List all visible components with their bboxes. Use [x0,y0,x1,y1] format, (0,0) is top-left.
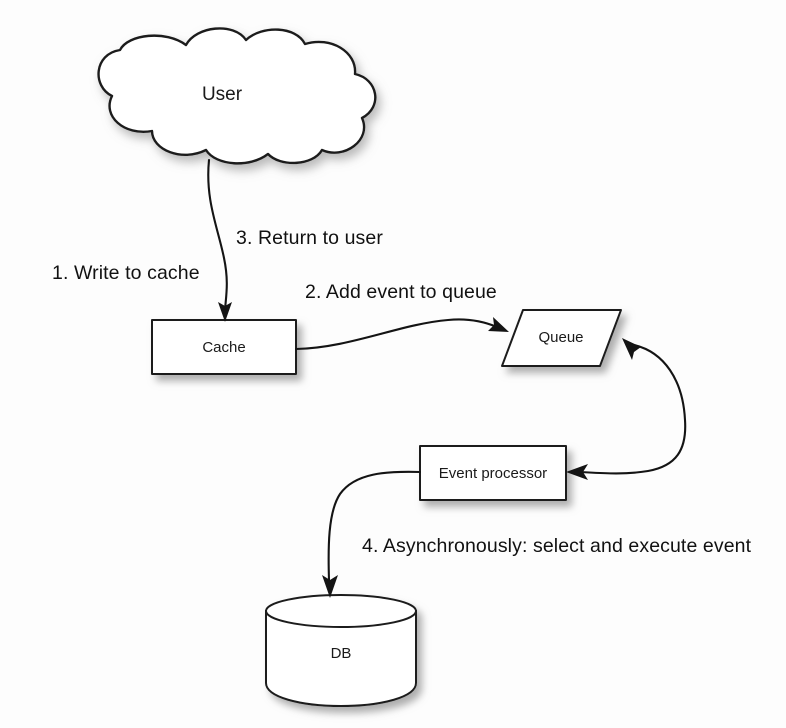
step-label-2: 2. Add event to queue [305,281,497,303]
arrowhead-into-db [322,575,338,598]
node-queue-label: Queue [538,329,583,346]
node-db-label: DB [331,645,352,662]
node-user-label: User [202,84,243,105]
arrowhead-into-cache [218,302,232,322]
node-user[interactable]: User [97,27,377,165]
node-event-processor[interactable]: Event processor [419,445,567,501]
node-db[interactable]: DB [265,594,417,708]
edge-queue-to-event-processor [566,338,687,480]
arrowhead-into-queue-right [622,338,641,360]
node-cache[interactable]: Cache [151,319,297,375]
step-label-3: 3. Return to user [236,227,383,249]
step-label-1: 1. Write to cache [52,262,200,284]
edge-cache-to-queue [294,317,509,351]
arrowhead-into-event-processor [566,464,588,480]
step-label-4: 4. Asynchronously: select and execute ev… [362,535,752,557]
node-event-processor-label: Event processor [439,465,547,482]
edge-user-to-cache [207,158,232,322]
node-cache-label: Cache [202,339,245,356]
arrowhead-into-queue-left [488,317,509,332]
node-queue[interactable]: Queue [501,309,622,367]
edge-event-processor-to-db [322,470,422,598]
